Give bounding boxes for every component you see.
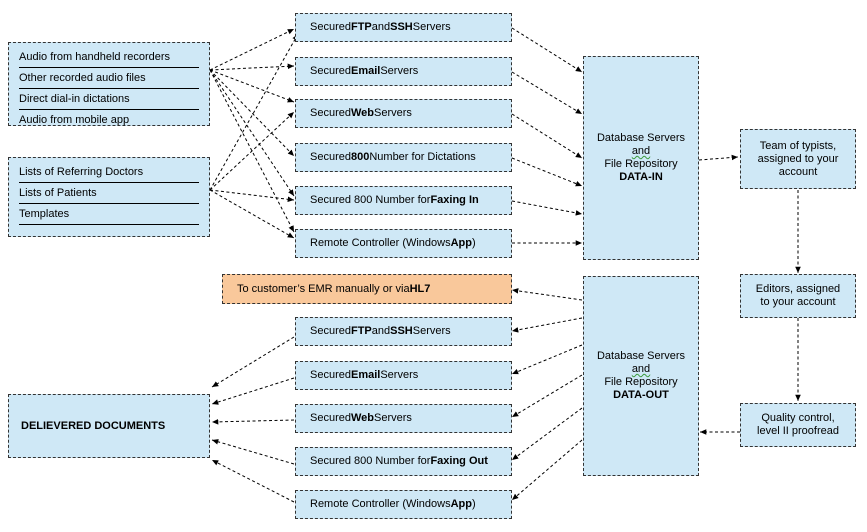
out-server-email: Secured Email Servers [295,361,512,390]
out-server-web: Secured Web Servers [295,404,512,433]
in-server-remote-controller: Remote Controller (Windows App) [295,229,512,258]
out-server-remote-controller: Remote Controller (Windows App) [295,490,512,519]
arrow-audio-email [209,63,295,71]
arrow-ftp-delivered [211,336,295,388]
in-server-faxing-in: Secured 800 Number for Faxing In [295,186,512,215]
database-data-out: Database Servers and File Repository DAT… [583,276,699,476]
in-server-800-dictations: Secured 800 Number for Dictations [295,143,512,172]
arrow-dbout-web [511,374,583,418]
database-data-in: Database Servers and File Repository DAT… [583,56,699,260]
arrow-web-dbin [511,113,583,159]
arrow-audio-ftp [209,28,295,71]
arrow-remote-delivered [211,459,295,503]
document-source-item: Templates [19,204,199,225]
arrow-audio-web [209,69,295,103]
arrow-audio-800 [209,69,295,157]
arrow-dbout-faxout [511,407,583,461]
typists-box: Team of typists, assigned to your accoun… [740,129,856,189]
audio-source-item: Other recorded audio files [19,68,199,89]
arrow-fax-dbin [511,200,583,216]
document-source-item: Lists of Referring Doctors [19,162,199,183]
arrow-800-dbin [511,157,583,187]
arrow-docs-ftp [209,33,299,191]
audio-source-item: Audio from mobile app [19,114,130,126]
arrow-audio-remote [209,69,295,233]
in-server-ftp-ssh: Secured FTP and SSH Servers [295,13,512,42]
arrow-docs-fax [209,189,295,203]
in-server-email: Secured Email Servers [295,57,512,86]
audio-sources-box: Audio from handheld recorders Other reco… [8,42,210,126]
arrow-web-delivered [211,419,295,425]
arrow-dbout-email [511,344,583,375]
arrow-dbin-typists [698,154,739,161]
arrow-dbout-ftp [511,317,583,333]
document-source-item: Lists of Patients [19,183,199,204]
emr-box: To customer’s EMR manually or via HL7 [222,274,512,304]
in-server-web: Secured Web Servers [295,99,512,128]
arrow-docs-web [209,111,295,191]
audio-source-item: Audio from handheld recorders [19,47,199,68]
out-server-faxing-out: Secured 800 Number for Faxing Out [295,447,512,476]
audio-source-item: Direct dial-in dictations [19,89,199,110]
arrow-dbout-remote [511,439,583,501]
delivered-documents-box: DELIEVERED DOCUMENTS [8,394,210,458]
arrow-ftp-dbin [511,27,583,73]
arrow-audio-fax [209,69,295,197]
quality-control-box: Quality control, level II proofread [740,403,856,447]
arrow-docs-remote [209,189,295,239]
out-server-ftp-ssh: Secured FTP and SSH Servers [295,317,512,346]
editors-box: Editors, assigned to your account [740,274,856,318]
arrow-faxout-delivered [211,439,295,465]
arrow-dbout-emr [511,288,583,301]
arrow-email-dbin [511,71,583,115]
document-sources-box: Lists of Referring Doctors Lists of Pati… [8,157,210,237]
arrow-email-delivered [211,377,295,405]
